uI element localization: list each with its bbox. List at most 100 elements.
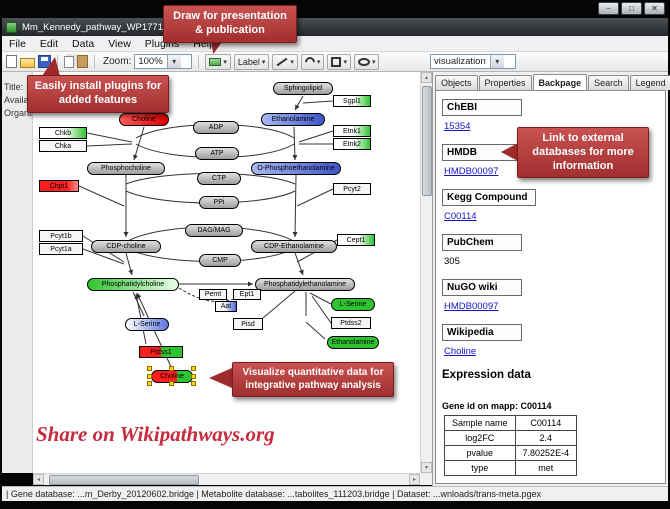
new-file-icon[interactable] <box>6 55 17 68</box>
open-file-icon[interactable] <box>20 57 35 68</box>
vertical-scroll-thumb[interactable] <box>422 86 432 196</box>
copy-icon[interactable] <box>64 55 74 68</box>
pathway-node-pcyt2[interactable]: Pcyt2 <box>333 183 371 195</box>
scroll-down-icon[interactable]: ▾ <box>421 462 432 473</box>
line-tool-button[interactable] <box>272 53 298 70</box>
oval-tool-button[interactable] <box>353 53 380 70</box>
save-icon[interactable] <box>38 55 51 68</box>
wikipedia-header: Wikipedia <box>442 324 522 341</box>
zoom-combobox[interactable]: 100% <box>134 54 193 69</box>
side-panel-tabs: Objects Properties Backpage Search Legen… <box>435 74 670 90</box>
pathway-node-pemt[interactable]: Pemt <box>199 289 227 300</box>
callout-plugins: Easily install plugins for added feature… <box>27 75 169 113</box>
expression-data-title: Expression data <box>442 369 531 381</box>
pathway-node-ctp[interactable]: CTP <box>197 172 241 185</box>
status-text: | Gene database: ...m_Derby_20120602.bri… <box>6 489 542 499</box>
table-row: pvalue 7.80252E-4 <box>444 445 578 461</box>
paste-icon[interactable] <box>77 55 88 68</box>
pathway-node-phosphocholine[interactable]: Phosphocholine <box>87 162 165 175</box>
pathway-node-ptdss2[interactable]: Ptdss2 <box>331 317 371 329</box>
tab-legend[interactable]: Legend <box>629 75 670 90</box>
toolbar-separator <box>198 54 200 69</box>
pathway-node-cmp[interactable]: CMP <box>199 254 241 267</box>
selection-handle[interactable] <box>169 381 174 386</box>
selection-handle[interactable] <box>169 366 174 371</box>
close-button[interactable] <box>644 2 665 15</box>
label-tool-button[interactable]: Label <box>233 53 270 70</box>
tab-search[interactable]: Search <box>588 75 629 90</box>
pathway-node-adp[interactable]: ADP <box>193 121 239 134</box>
menu-file[interactable]: File <box>9 37 26 50</box>
menu-edit[interactable]: Edit <box>39 37 59 50</box>
vertical-scrollbar[interactable]: ▴ ▾ <box>420 72 432 473</box>
rectangle-icon <box>331 56 342 67</box>
pathway-node-ethanolamine-top[interactable]: Ethanolamine <box>261 113 325 126</box>
wikipedia-link[interactable]: Choline <box>444 346 477 357</box>
pathway-node-chka[interactable]: Chka <box>39 140 87 152</box>
table-row: type met <box>444 460 578 476</box>
pathway-node-sphingolipid[interactable]: Sphingolipid <box>273 82 333 95</box>
pathway-node-aat[interactable]: Aat <box>215 301 237 312</box>
pathway-node-l-serine-left[interactable]: L-Serine <box>125 318 169 331</box>
oval-icon <box>357 57 370 66</box>
selection-handle[interactable] <box>191 381 196 386</box>
pathway-node-pcyt1b[interactable]: Pcyt1b <box>39 230 83 242</box>
pathway-node-ptdss1[interactable]: Ptdss1 <box>139 346 183 358</box>
pathway-node-pcyt1a[interactable]: Pcyt1a <box>39 243 83 255</box>
pathway-node-ethanolamine-bottom[interactable]: Ethanolamine <box>327 336 379 349</box>
hmdb-id-link[interactable]: HMDB00097 <box>444 166 499 177</box>
table-cell: met <box>514 460 578 476</box>
pathway-node-dag-mag[interactable]: DAG/MAG <box>185 224 243 237</box>
kegg-id-link[interactable]: C00114 <box>444 211 477 222</box>
kegg-header: Kegg Compound <box>442 189 536 206</box>
callout-databases-arrow-icon <box>501 143 518 161</box>
pathway-node-ept1[interactable]: Ept1 <box>233 289 261 300</box>
pathway-node-choline[interactable]: Choline <box>119 113 169 126</box>
pathway-node-cept1[interactable]: Cept1 <box>337 234 375 246</box>
expression-table: Sample name C00114 log2FC 2.4 pvalue 7.8… <box>444 415 578 476</box>
pathway-node-cdp-choline[interactable]: CDP-choline <box>91 240 161 253</box>
nugo-wiki-link[interactable]: HMDB00097 <box>444 301 499 312</box>
tab-objects[interactable]: Objects <box>435 75 478 90</box>
pathway-node-o-phosphoethanolamine[interactable]: O-Phosphoethanolamine <box>251 162 341 175</box>
maximize-button[interactable] <box>621 2 642 15</box>
selection-handle[interactable] <box>191 374 196 379</box>
selection-handle[interactable] <box>147 366 152 371</box>
status-bar: | Gene database: ...m_Derby_20120602.bri… <box>2 486 668 501</box>
selection-handle[interactable] <box>147 374 152 379</box>
chebi-id-link[interactable]: 15354 <box>444 121 471 132</box>
pathway-node-cdp-ethanolamine[interactable]: CDP-Ethanolamine <box>251 240 337 253</box>
pathway-node-phosphatidylethanolamine[interactable]: Phosphatidylethanolamine <box>255 278 355 291</box>
minimize-button[interactable] <box>598 2 619 15</box>
chebi-header: ChEBI <box>442 99 522 116</box>
label-tool-text: Label <box>237 56 260 67</box>
visualization-combobox[interactable]: visualization <box>430 54 516 69</box>
pathway-canvas[interactable]: Sphingolipid Sgpl1 Choline ADP Ethanolam… <box>33 72 420 473</box>
scroll-right-icon[interactable]: ▸ <box>409 474 420 485</box>
pathway-node-chpt1[interactable]: Chpt1 <box>39 180 79 192</box>
pathway-node-sgpl1[interactable]: Sgpl1 <box>333 95 371 107</box>
pathway-node-phosphatidylcholine[interactable]: Phosphatidylcholine <box>87 278 179 291</box>
pathway-node-pisd[interactable]: Pisd <box>233 318 263 330</box>
pathway-node-chkb[interactable]: Chkb <box>39 127 87 139</box>
pathway-node-atp[interactable]: ATP <box>195 147 239 160</box>
tab-properties[interactable]: Properties <box>478 75 532 90</box>
selection-handle[interactable] <box>147 381 152 386</box>
shape-tool-button[interactable] <box>327 53 351 70</box>
scroll-left-icon[interactable]: ◂ <box>33 474 44 485</box>
menu-view[interactable]: View <box>108 37 131 50</box>
selection-handle[interactable] <box>191 366 196 371</box>
horizontal-scroll-thumb[interactable] <box>49 475 199 485</box>
pathway-node-l-serine-right[interactable]: L-Serine <box>331 298 375 311</box>
callout-visualize-arrow-icon <box>209 368 232 388</box>
datanode-tool-button[interactable] <box>205 53 231 70</box>
arc-tool-button[interactable] <box>300 53 325 70</box>
horizontal-scrollbar[interactable]: ◂ ▸ <box>33 473 420 485</box>
menu-data[interactable]: Data <box>72 37 95 50</box>
pathway-node-etnk2[interactable]: Etnk2 <box>333 138 371 150</box>
scroll-up-icon[interactable]: ▴ <box>421 72 432 83</box>
pathway-node-ppi[interactable]: PPi <box>199 196 239 209</box>
pathway-node-etnk1[interactable]: Etnk1 <box>333 125 371 137</box>
table-row: log2FC 2.4 <box>444 430 578 446</box>
tab-backpage[interactable]: Backpage <box>532 74 588 90</box>
